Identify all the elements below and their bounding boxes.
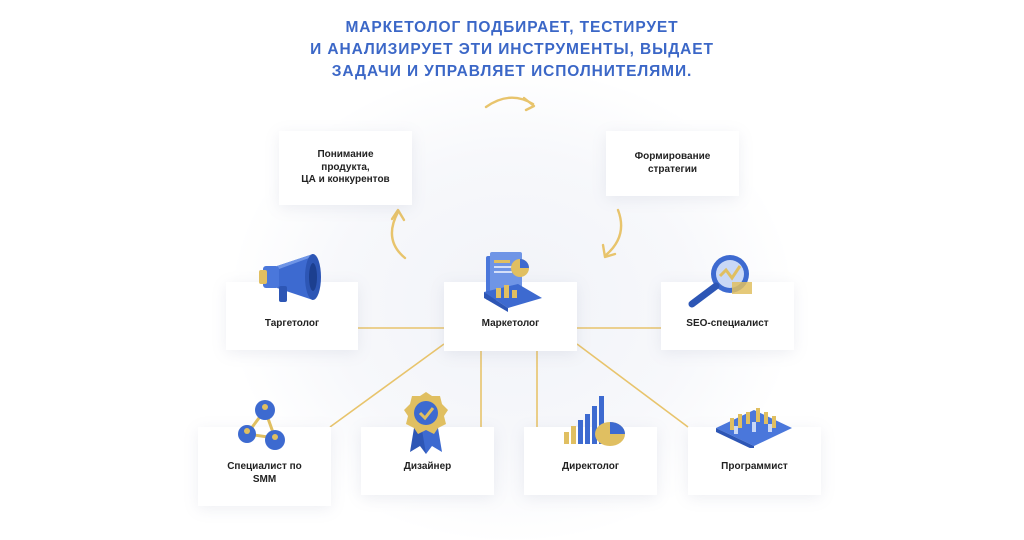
card-seo-label: SEO-специалист (686, 317, 769, 329)
card-strategy-label: Формирование стратегии (634, 151, 711, 175)
cycle-arrow-top-head (522, 96, 536, 112)
magnifier-icon (688, 255, 752, 308)
card-understanding: Понимание продукта, ЦА и конкурентов (279, 131, 412, 205)
cycle-arrow-left-head (390, 208, 406, 222)
card-marketer-label: Маркетолог (481, 318, 540, 330)
card-targetologist-label: Таргетолог (264, 317, 320, 329)
documents-chart-icon (484, 252, 542, 312)
card-direct-label: Директолог (561, 460, 620, 472)
cycle-arrow-left (390, 210, 407, 260)
connector-line-smm (329, 343, 445, 428)
heading-line-3: ЗАДАЧИ И УПРАВЛЯЕТ ИСПОЛНИТЕЛЯМИ. (331, 63, 693, 80)
network-nodes-icon (238, 400, 285, 450)
card-strategy: Формирование стратегии (606, 131, 739, 196)
card-targetologist: Таргетолог (226, 282, 358, 350)
megaphone-icon (259, 254, 321, 302)
card-smm: Специалист по SMM (198, 427, 331, 506)
card-understanding-label: Понимание продукта, ЦА и конкурентов (301, 149, 390, 186)
cycle-arrow-right (604, 208, 623, 257)
card-programmer-label: Программист (721, 460, 788, 472)
card-direct: Директолог (524, 427, 657, 495)
card-seo: SEO-специалист (661, 282, 794, 350)
isometric-code-icon (716, 408, 792, 448)
card-designer-label: Дизайнер (403, 460, 452, 472)
cycle-arrow-right-head (601, 243, 617, 259)
card-smm-label: Специалист по SMM (227, 461, 302, 485)
award-badge-icon (404, 392, 448, 454)
connector-line-programmer (576, 343, 689, 428)
page-heading: МАРКЕТОЛОГ ПОДБИРАЕТ, ТЕСТИРУЕТ И АНАЛИЗ… (262, 17, 762, 83)
heading-line-1: МАРКЕТОЛОГ ПОДБИРАЕТ, ТЕСТИРУЕТ (345, 19, 679, 36)
heading-line-2: И АНАЛИЗИРУЕТ ЭТИ ИНСТРУМЕНТЫ, ВЫДАЕТ (310, 41, 714, 58)
bar-pie-chart-icon (564, 396, 625, 446)
